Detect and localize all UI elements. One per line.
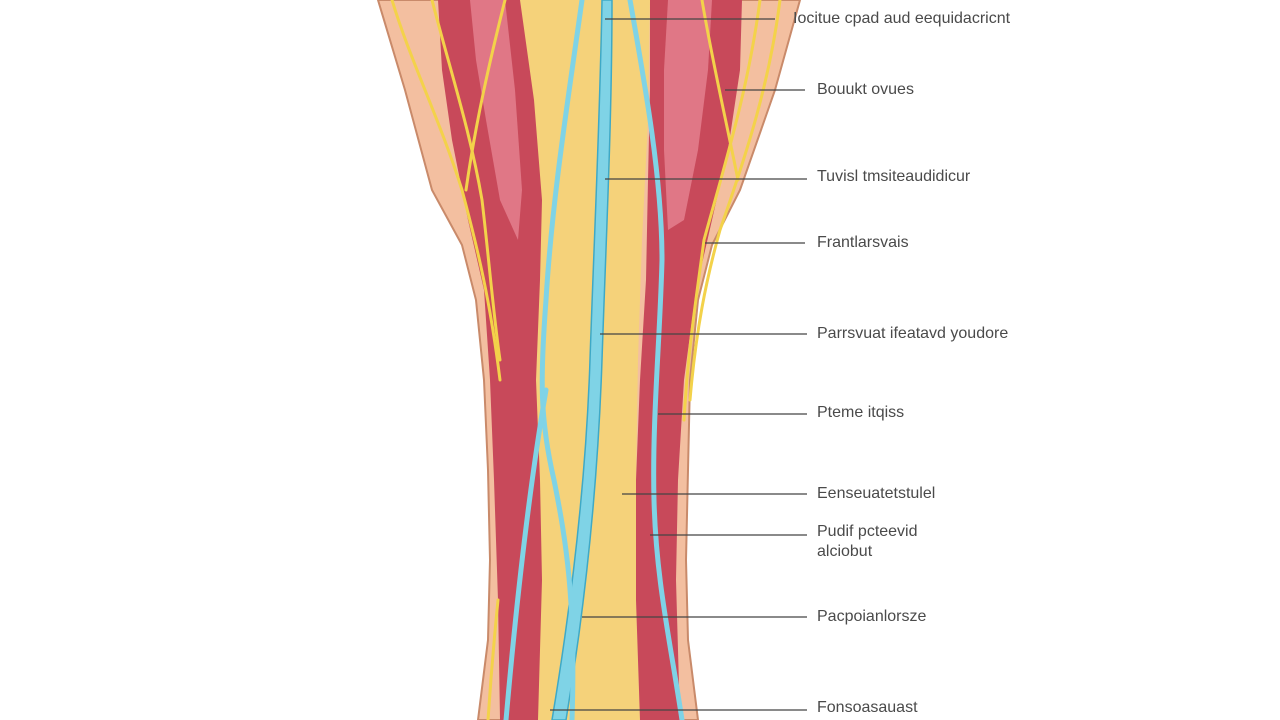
label-4: Frantlarsvais [817,234,909,251]
nerve-left-inner [430,0,502,362]
nerve-right-mid [682,0,762,422]
label-9: Pacpoianlorsze [817,608,927,625]
nerve-left-outer [390,0,502,382]
nerve-left-mid [464,0,507,192]
vein-left [539,0,585,720]
nerve-right-outer [688,0,782,402]
vein-right [627,0,685,720]
label-1: Iocitue cpad aud eequidacricnt [793,10,1011,27]
label-5: Parrsvuat ifeatavd youdore [817,325,1009,342]
right-muscle [636,0,742,720]
label-8: Pudif pcteevid alciobut [817,523,918,560]
label-3: Tuvisl tmsiteaudidicur [817,168,971,185]
fat-layer [520,0,650,720]
vein-left-branch [503,387,549,720]
nerve-lower-left [486,598,500,720]
label-2: Bouukt ovues [817,81,914,98]
label-6: Pteme itqiss [817,404,905,421]
nerve-right-inner [700,0,740,182]
right-muscle-highlight [664,0,712,230]
label-10: Fonsoasauast [817,699,918,716]
vein-central [551,0,613,720]
label-7: Eenseuatetstulel [817,485,936,502]
left-muscle-highlight [470,0,522,240]
